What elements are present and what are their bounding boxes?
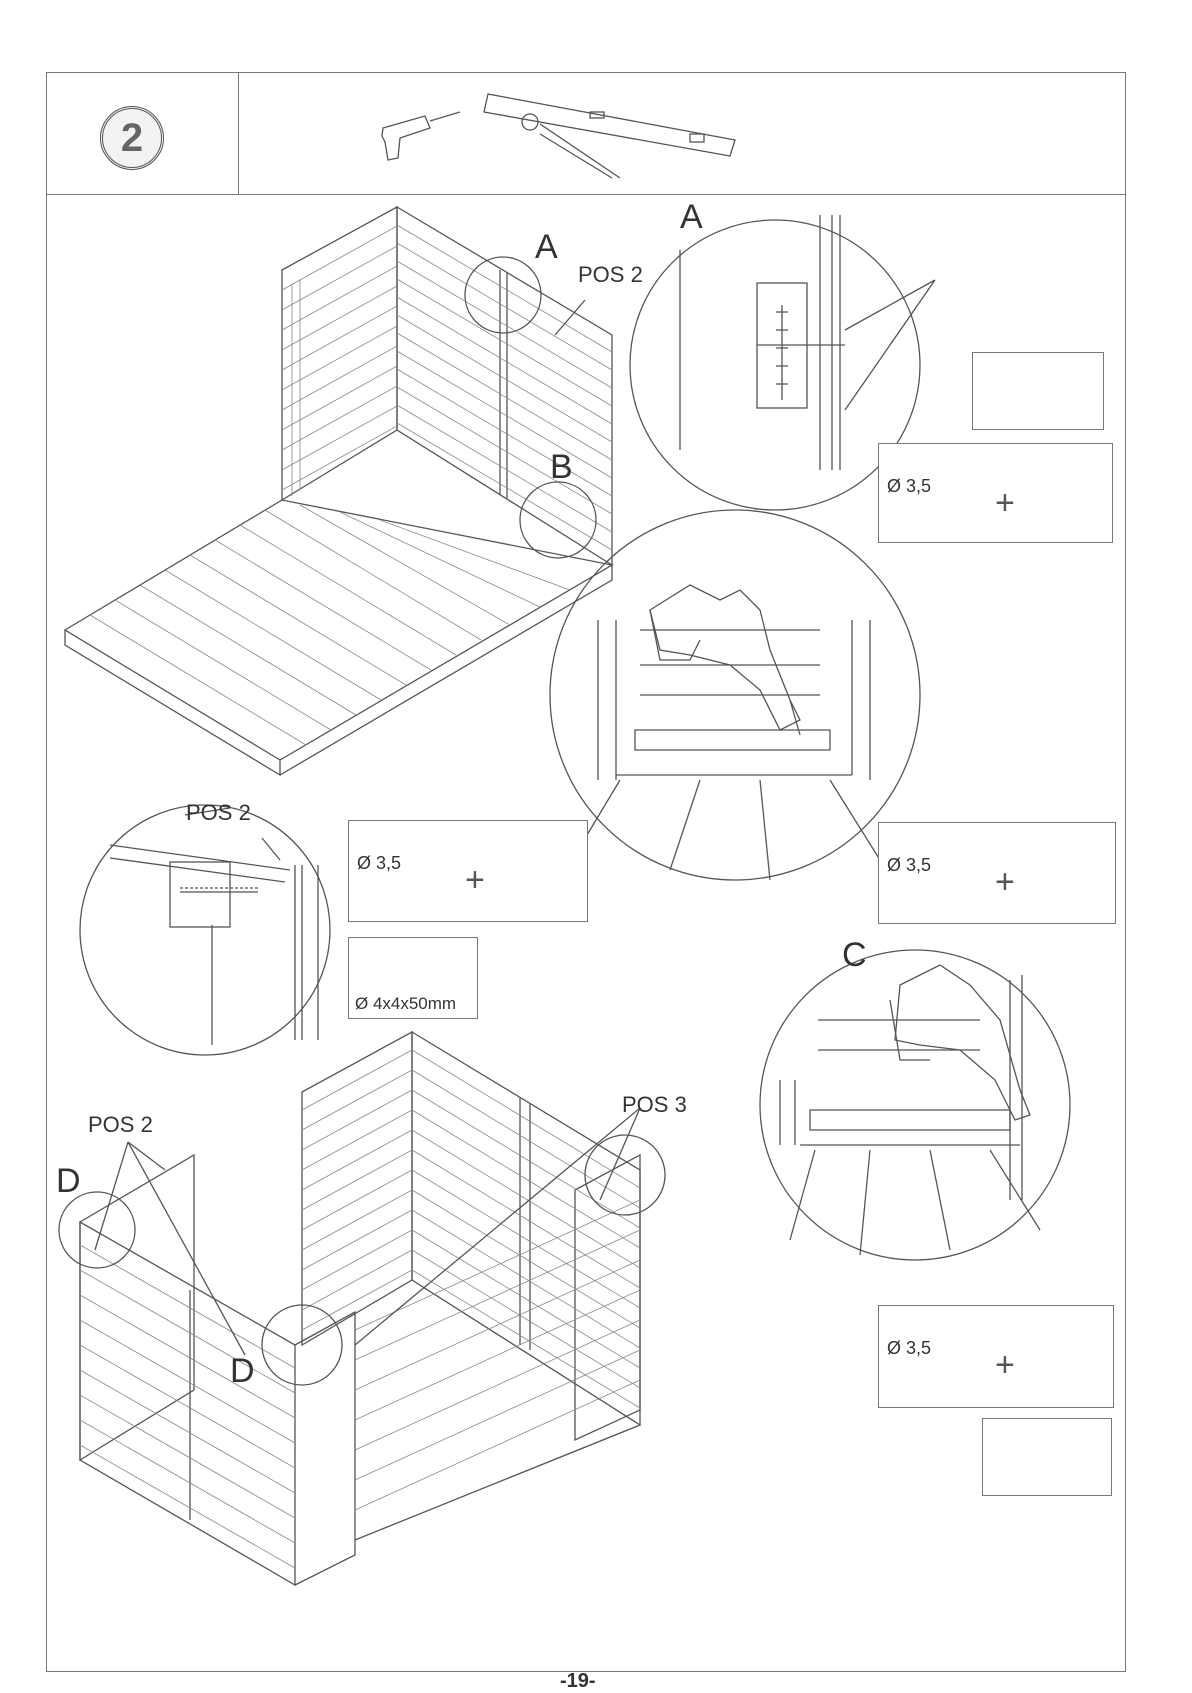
drill-bit-size: Ø 3,5 [357, 853, 401, 874]
detail-a-marker [465, 257, 541, 333]
detail-pos3-marker [585, 1135, 665, 1215]
callout-a-detail-label: A [680, 198, 703, 237]
callout-d-left-label: D [56, 1162, 81, 1201]
callout-pos2-top: POS 2 [578, 262, 643, 288]
drill-tools-box-top: Ø 3,5 + [878, 443, 1113, 543]
detail-d1-marker [59, 1192, 135, 1268]
drill-tools-box-bottom: Ø 3,5 + [878, 1305, 1114, 1408]
detail-b-marker [520, 482, 596, 558]
drill-tool-icon [382, 112, 460, 160]
drill-bit-size: Ø 3,5 [887, 476, 931, 497]
plus-icon: + [995, 486, 1015, 520]
drill-tools-box-mid: Ø 3,5 + [348, 820, 588, 922]
pos2-leader-lines [95, 1142, 245, 1355]
detail-c-zoom [760, 950, 1070, 1260]
callout-pos2-bottom: POS 2 [88, 1112, 153, 1138]
bottom-assembly-planks [80, 1050, 640, 1568]
detail-pos2-zoom [80, 805, 330, 1055]
callout-pos3: POS 3 [622, 1092, 687, 1118]
drill-bit-size: Ø 3,5 [887, 1338, 931, 1359]
callout-c-label: C [842, 936, 867, 975]
spirit-level-icon [484, 94, 735, 178]
plus-icon: + [465, 863, 485, 897]
pos2-top-leader [555, 300, 585, 335]
plus-icon: + [995, 1348, 1015, 1382]
screw-box-mid: Ø 4x4x50mm [348, 937, 478, 1019]
top-assembly-planks [90, 225, 612, 745]
callout-pos2-mid: POS 2 [186, 800, 251, 826]
screw-size: Ø 4x4x50mm [355, 994, 456, 1014]
page-number: -19- [560, 1670, 596, 1693]
bottom-assembly-drawing [80, 1032, 640, 1585]
screw-box-top [972, 352, 1104, 430]
plus-icon: + [995, 865, 1015, 899]
drill-tools-box-right: Ø 3,5 + [878, 822, 1116, 924]
screw-box-bottom [982, 1418, 1112, 1496]
detail-b-zoom [550, 510, 920, 880]
drill-bit-size: Ø 3,5 [887, 855, 931, 876]
callout-b-label: B [550, 448, 573, 487]
top-assembly-drawing [65, 207, 612, 775]
callout-d-center-label: D [230, 1352, 255, 1391]
callout-a-marker-label: A [535, 228, 558, 267]
